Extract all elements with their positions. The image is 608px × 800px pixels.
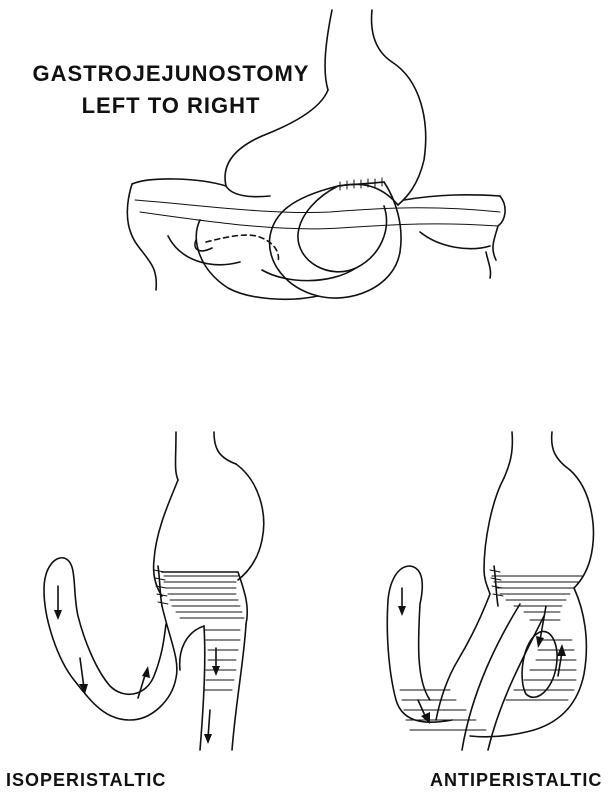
top-colon-band-lower <box>140 212 498 229</box>
anti-stomach-outline <box>484 470 593 594</box>
top-right-end <box>486 252 491 278</box>
top-stomach-outline <box>225 62 426 205</box>
iso-jejunal-outer <box>180 626 204 670</box>
top-colon-bottom <box>168 232 490 265</box>
anti-suture <box>494 566 498 606</box>
top-hidden-limb <box>206 235 278 262</box>
iso-flow-arrows <box>54 586 220 744</box>
antiperistaltic-illustration <box>387 432 593 750</box>
caption-isoperistaltic: ISOPERISTALTIC <box>6 770 166 791</box>
caption-antiperistaltic: ANTIPERISTALTIC <box>430 770 602 791</box>
top-jejunal-loop <box>269 182 401 298</box>
anti-antrum-shading <box>400 576 582 730</box>
top-colon-band-mid <box>135 200 500 213</box>
anti-esophagus <box>504 432 570 478</box>
anti-crossing-limb <box>462 604 544 750</box>
iso-antrum-outline <box>162 572 247 624</box>
top-jejunum-exit <box>196 220 356 299</box>
top-stomach-illustration <box>127 10 505 299</box>
iso-esophagus <box>176 432 237 480</box>
top-colon-outline <box>127 184 505 290</box>
anti-antrum-outline <box>470 588 586 737</box>
top-colon-band-upper <box>132 179 500 200</box>
top-esophagus <box>325 10 392 90</box>
iso-jejunal-loop <box>44 558 177 720</box>
anti-flow-arrows <box>398 588 566 724</box>
isoperistaltic-illustration <box>44 432 264 750</box>
iso-duodenum <box>200 624 246 750</box>
